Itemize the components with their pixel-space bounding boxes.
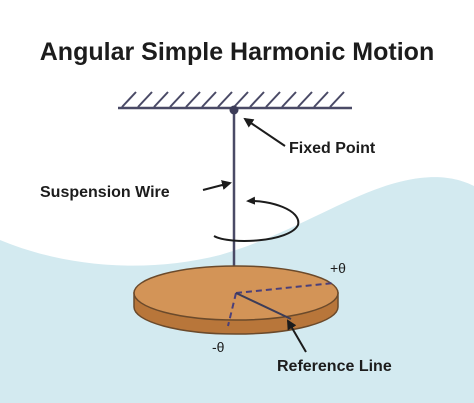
minus-theta-label: -θ <box>212 339 225 355</box>
rotation-arrow-icon <box>213 196 300 242</box>
reference-line <box>235 292 292 320</box>
fixed-point-label: Fixed Point <box>289 140 376 157</box>
suspension-wire-label: Suspension Wire <box>40 184 170 201</box>
plus-theta-line <box>235 282 335 294</box>
reference-line-label: Reference Line <box>277 358 392 375</box>
diagram-title: Angular Simple Harmonic Motion <box>40 38 434 66</box>
plus-theta-label: +θ <box>330 260 346 276</box>
fixed-point-pointer-icon <box>243 117 286 147</box>
reference-line-pointer-icon <box>286 319 307 353</box>
minus-theta-line <box>227 292 237 327</box>
ceiling-support <box>118 91 352 110</box>
suspension-wire-pointer-icon <box>202 180 232 191</box>
fixed-point-dot <box>229 105 239 115</box>
